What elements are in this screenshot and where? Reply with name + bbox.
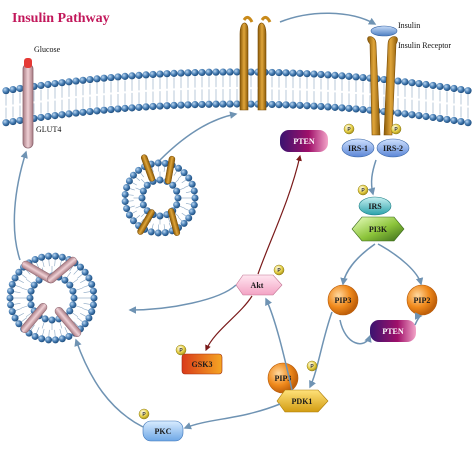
- glucose-molecule: [24, 58, 32, 68]
- pdk1-node: [276, 389, 329, 413]
- insulin-label: Insulin: [398, 21, 420, 30]
- pip3-a-label: PIP3: [335, 296, 352, 305]
- arrow-insulin-to-receptor: [279, 12, 377, 25]
- glucose-label: Glucose: [34, 45, 61, 54]
- gsk3-node: [181, 353, 223, 375]
- insulin-molecule: [370, 25, 398, 37]
- glut4-label: GLUT4: [36, 125, 61, 134]
- receptor-vesicle: [121, 154, 199, 237]
- arrow-akt-to-gsk3: [205, 295, 253, 352]
- pi3k-label: PI3K: [369, 225, 388, 234]
- arrow-pdk1-to-pkc: [183, 403, 281, 430]
- pten-bottom-label: PTEN: [382, 327, 404, 336]
- irs1-node: [341, 138, 375, 158]
- arrow-irs1-to-irs: [367, 159, 377, 196]
- pkc-label: PKC: [155, 427, 172, 436]
- phosphate-marker: P: [357, 184, 369, 196]
- arrow-akt-to-pten: [257, 154, 302, 275]
- pten-top-label: PTEN: [293, 137, 315, 146]
- pip3-b-label: PIP3: [275, 374, 292, 383]
- phosphate-marker: P: [273, 264, 285, 276]
- irs-label: IRS: [368, 202, 382, 211]
- phosphate-markers: P P P P P P P: [138, 123, 402, 420]
- arrow-pi3k-to-pip2: [377, 243, 424, 286]
- phosphate-label: P: [394, 127, 398, 133]
- arrow-pip3-to-pten: [339, 319, 372, 345]
- pi3k-node: [351, 216, 405, 242]
- arrow-pip3-to-pdk1: [309, 311, 333, 389]
- akt-label: Akt: [251, 281, 264, 290]
- diagram-title: Insulin Pathway: [12, 11, 110, 26]
- phosphate-marker: P: [138, 408, 150, 420]
- phosphate-label: P: [277, 268, 281, 274]
- gsk3-label: GSK3: [192, 360, 213, 369]
- arrow-pkc-to-vesicle: [74, 338, 144, 428]
- pten-bottom-node: [370, 320, 416, 342]
- arrow-pdk1-to-akt: [265, 297, 293, 391]
- insulin-receptor: [367, 36, 398, 136]
- pten-top-node: [280, 130, 328, 152]
- phosphate-label: P: [347, 127, 351, 133]
- inhibition-arrows: [205, 154, 302, 352]
- glut4-vesicle: [6, 252, 98, 344]
- cell-membrane: [2, 68, 472, 127]
- pip2-label: PIP2: [414, 296, 431, 305]
- phosphate-marker: P: [175, 344, 187, 356]
- arrow-pten-to-pip2: [414, 312, 423, 326]
- arrow-vesicle-to-glut4: [13, 150, 28, 261]
- insulin-receptor-label: Insulin Receptor: [398, 41, 451, 50]
- phosphate-label: P: [179, 348, 183, 354]
- receptor-in-membrane: [239, 15, 272, 111]
- phosphate-marker: P: [306, 360, 318, 372]
- irs2-label: IRS-2: [383, 144, 403, 153]
- pathway-arrows: [13, 12, 424, 430]
- pdk1-label: PDK1: [292, 397, 313, 406]
- irs1-label: IRS-1: [348, 144, 368, 153]
- arrow-vesicle-to-membrane: [159, 111, 238, 161]
- glut4-transporter: [22, 58, 34, 149]
- phosphate-marker: P: [343, 123, 355, 135]
- phosphate-marker: P: [390, 123, 402, 135]
- arrow-akt-to-vesicle: [128, 284, 237, 314]
- irs-node: [358, 196, 392, 216]
- pkc-node: [142, 420, 184, 442]
- phosphate-label: P: [142, 412, 146, 418]
- phosphate-label: P: [310, 364, 314, 370]
- phosphate-label: P: [361, 188, 365, 194]
- arrow-pi3k-to-pip3: [340, 243, 376, 286]
- irs2-node: [376, 138, 410, 158]
